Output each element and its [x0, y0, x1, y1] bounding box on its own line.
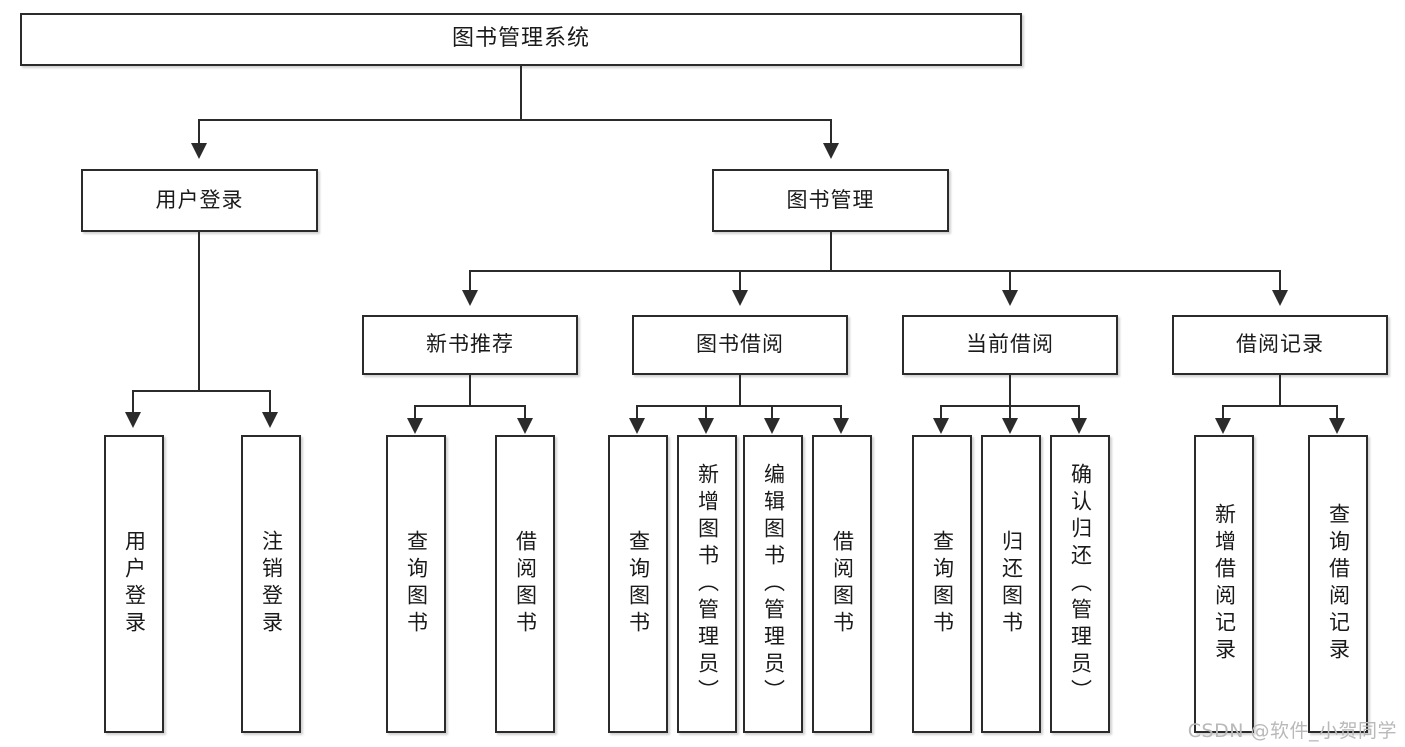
arrow-root-to-book-manage [823, 143, 839, 159]
node-borrow-record[interactable]: 借阅记录 [1172, 315, 1388, 375]
node-label: 新书推荐 [426, 332, 514, 357]
leaf-borrow-add-book-admin[interactable]: 新增图书（管理员） [677, 435, 737, 733]
leaf-user-login[interactable]: 用户登录 [104, 435, 164, 733]
node-label: 新增借阅记录 [1212, 503, 1237, 665]
node-label: 查询图书 [404, 530, 429, 638]
edge-root-stem [520, 66, 522, 119]
node-label: 查询图书 [930, 530, 955, 638]
node-label: 借阅图书 [513, 530, 538, 638]
arrow-borrow-child-1 [629, 418, 645, 434]
leaf-borrow-edit-book-admin[interactable]: 编辑图书（管理员） [743, 435, 803, 733]
edge-book-manage-drop-3 [1009, 270, 1011, 292]
node-label: 确认归还（管理员） [1068, 462, 1093, 706]
edge-root-to-user-login [198, 119, 200, 147]
edge-user-login-drop-1 [132, 390, 134, 415]
node-label: 新增图书（管理员） [695, 462, 720, 706]
edge-record-bus [1222, 405, 1338, 407]
node-label: 图书借阅 [696, 332, 784, 357]
edge-record-drop-1 [1222, 405, 1224, 421]
edge-root-to-book-manage [830, 119, 832, 147]
leaf-recommend-query-book[interactable]: 查询图书 [386, 435, 446, 733]
edge-current-drop-1 [940, 405, 942, 421]
leaf-record-add-record[interactable]: 新增借阅记录 [1194, 435, 1254, 733]
arrow-record-child-2 [1329, 418, 1345, 434]
arrow-book-manage-child-4 [1272, 290, 1288, 306]
node-label: 图书管理系统 [451, 26, 590, 52]
edge-user-login-stem [198, 232, 200, 392]
edge-borrow-bus [636, 405, 842, 407]
arrow-record-child-1 [1215, 418, 1231, 434]
arrow-current-child-1 [933, 418, 949, 434]
arrow-recommend-child-1 [407, 418, 423, 434]
node-label: 归还图书 [999, 530, 1024, 638]
edge-user-login-drop-2 [269, 390, 271, 415]
node-label: 借阅记录 [1236, 332, 1324, 357]
arrow-user-login-child-2 [262, 412, 278, 428]
edge-book-manage-drop-2 [739, 270, 741, 292]
node-label: 借阅图书 [830, 530, 855, 638]
leaf-current-query-book[interactable]: 查询图书 [912, 435, 972, 733]
edge-book-manage-stem [830, 232, 832, 272]
arrow-recommend-child-2 [517, 418, 533, 434]
leaf-current-confirm-return-admin[interactable]: 确认归还（管理员） [1050, 435, 1110, 733]
edge-user-login-bus [132, 390, 270, 392]
arrow-book-manage-child-1 [462, 290, 478, 306]
arrow-root-to-user-login [191, 143, 207, 159]
arrow-current-child-3 [1071, 418, 1087, 434]
node-label: 当前借阅 [966, 332, 1054, 357]
edge-book-manage-drop-1 [469, 270, 471, 292]
edge-borrow-drop-3 [771, 405, 773, 421]
edge-current-drop-2 [1009, 405, 1011, 421]
arrow-borrow-child-3 [764, 418, 780, 434]
leaf-borrow-borrow-book[interactable]: 借阅图书 [812, 435, 872, 733]
node-label: 查询借阅记录 [1326, 503, 1351, 665]
node-user-login[interactable]: 用户登录 [81, 169, 318, 232]
node-label: 编辑图书（管理员） [761, 462, 786, 706]
node-label: 查询图书 [626, 530, 651, 638]
node-new-book-recommend[interactable]: 新书推荐 [362, 315, 578, 375]
node-book-management[interactable]: 图书管理 [712, 169, 949, 232]
arrow-current-child-2 [1002, 418, 1018, 434]
arrow-user-login-child-1 [125, 412, 141, 428]
node-label: 图书管理 [786, 187, 875, 212]
edge-borrow-drop-4 [840, 405, 842, 421]
edge-recommend-drop-1 [414, 405, 416, 421]
node-root-library-system[interactable]: 图书管理系统 [20, 13, 1022, 66]
node-current-borrow[interactable]: 当前借阅 [902, 315, 1118, 375]
arrow-borrow-child-4 [833, 418, 849, 434]
leaf-borrow-query-book[interactable]: 查询图书 [608, 435, 668, 733]
edge-borrow-drop-2 [705, 405, 707, 421]
node-label: 注销登录 [259, 530, 284, 638]
leaf-logout-login[interactable]: 注销登录 [241, 435, 301, 733]
arrow-book-manage-child-2 [732, 290, 748, 306]
edge-book-manage-bus [469, 270, 1281, 272]
arrow-book-manage-child-3 [1002, 290, 1018, 306]
edge-record-drop-2 [1336, 405, 1338, 421]
node-label: 用户登录 [155, 187, 244, 212]
edge-recommend-bus [414, 405, 526, 407]
edge-recommend-stem [469, 375, 471, 407]
arrow-borrow-child-2 [698, 418, 714, 434]
edge-current-drop-3 [1078, 405, 1080, 421]
edge-root-bus [198, 119, 832, 121]
edge-recommend-drop-2 [524, 405, 526, 421]
edge-record-stem [1279, 375, 1281, 407]
edge-borrow-stem [739, 375, 741, 407]
leaf-record-query-record[interactable]: 查询借阅记录 [1308, 435, 1368, 733]
node-book-borrow[interactable]: 图书借阅 [632, 315, 848, 375]
leaf-current-return-book[interactable]: 归还图书 [981, 435, 1041, 733]
edge-current-stem [1009, 375, 1011, 407]
edge-book-manage-drop-4 [1279, 270, 1281, 292]
leaf-recommend-borrow-book[interactable]: 借阅图书 [495, 435, 555, 733]
node-label: 用户登录 [122, 530, 147, 638]
edge-borrow-drop-1 [636, 405, 638, 421]
